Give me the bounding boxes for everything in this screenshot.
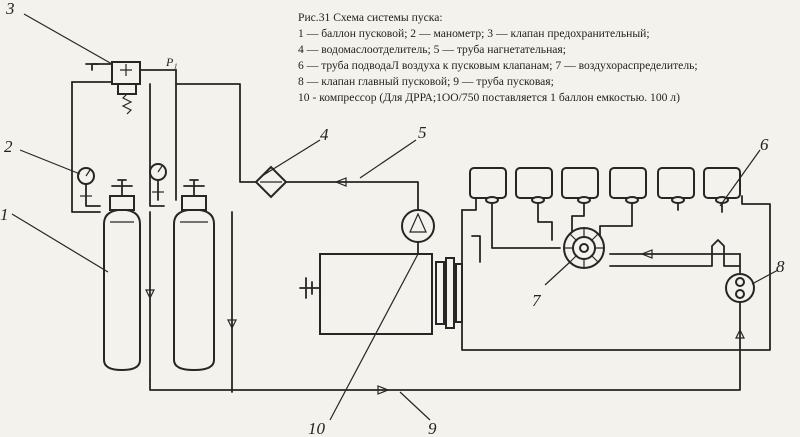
top-manifold-pipe: [71, 69, 257, 213]
label-6: 6: [760, 135, 769, 154]
discharge-pipe: [285, 177, 419, 211]
label-9: 9: [428, 419, 437, 437]
label-3: 3: [5, 0, 15, 18]
engine-cylinder-heads: [469, 167, 741, 199]
caption-line-4: 8 — клапан главный пусковой; 9 — труба п…: [298, 75, 554, 89]
figure-caption: Рис.31 Схема системы пуска: 1 — баллон п…: [298, 10, 793, 107]
label-4: 4: [320, 125, 329, 144]
leader-lines: [11, 13, 779, 421]
start-cylinder-left: [103, 179, 141, 372]
caption-title: Рис.31 Схема системы пуска:: [298, 11, 443, 24]
caption-line-1: 1 — баллон пусковой; 2 — манометр; 3 — к…: [298, 27, 650, 41]
label-1: 1: [0, 205, 9, 224]
label-8: 8: [776, 257, 785, 276]
safety-valve: [85, 61, 177, 115]
start-cylinder-right: [173, 179, 215, 372]
caption-line-2: 4 — водомаслоотделитель; 5 — труба нагне…: [298, 43, 566, 57]
pressure-gauge-left: [77, 167, 101, 207]
label-7: 7: [532, 291, 542, 310]
label-5: 5: [418, 123, 427, 142]
start-pipe: [145, 211, 745, 395]
air-distributor: [563, 227, 605, 269]
pressure-gauge-right: [149, 163, 167, 201]
compressor: [401, 209, 435, 255]
caption-line-3: 6 — труба подводаЛ воздуха к пусковым кл…: [298, 59, 698, 73]
caption-line-5: 10 - компрессор (Для ДРРА;1ОО/750 постав…: [298, 91, 680, 105]
main-start-valve: [725, 273, 755, 303]
label-2: 2: [4, 137, 13, 156]
label-10: 10: [308, 419, 326, 437]
air-supply-pipe: [485, 196, 741, 281]
water-oil-separator: [254, 165, 288, 199]
engine: [299, 195, 771, 351]
label-p1: P₁: [165, 55, 178, 69]
